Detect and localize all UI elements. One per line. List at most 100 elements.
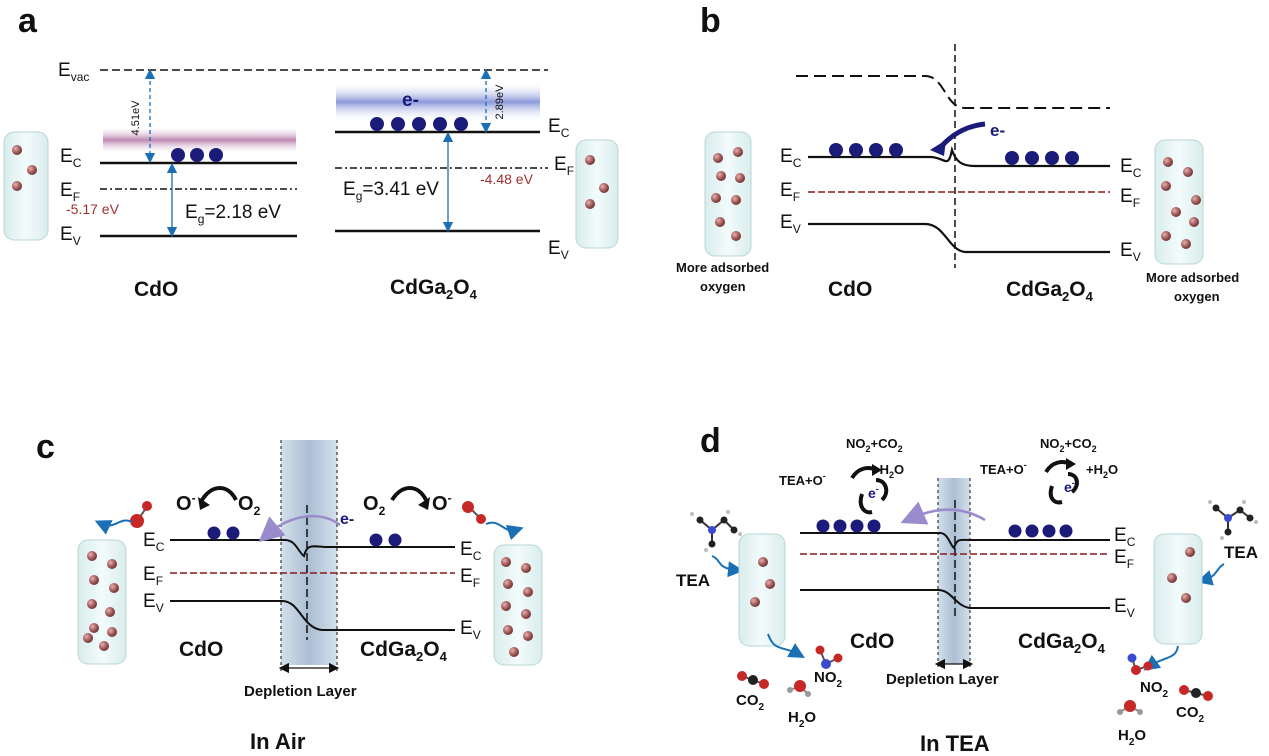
vacuum-curve <box>796 75 1110 109</box>
electron-transfer-arrow <box>938 121 986 150</box>
ev-label: EV <box>548 238 569 262</box>
electron-transfer-arrow <box>258 514 341 543</box>
cdga2o4-label: CdGa2O4 <box>1018 630 1106 656</box>
products-line2: +H2O <box>1086 462 1118 480</box>
reaction-arrowhead <box>198 497 210 510</box>
panel-d-letter: d <box>700 422 721 460</box>
cdo-label: CdO <box>828 278 872 301</box>
ec-label: EC <box>548 116 570 140</box>
panel-c-letter: c <box>36 428 55 466</box>
tea-molecule-icon <box>1208 500 1258 540</box>
co2-label: CO2 <box>1176 704 1205 725</box>
electron-dot <box>833 519 847 533</box>
products-line1: NO2+CO2 <box>1040 436 1097 454</box>
cdga2o4-band-glow <box>336 82 540 122</box>
electron-dot <box>1025 524 1039 538</box>
ev-curve <box>170 600 455 631</box>
cdga2o4-label: CdGa2O4 <box>1006 278 1094 304</box>
condition-label: In Air <box>250 729 306 754</box>
electron-transfer-arrow <box>900 501 986 525</box>
adsorption-arrow <box>94 519 133 535</box>
electron-dot <box>850 519 864 533</box>
tea-molecule-icon <box>690 510 742 552</box>
no2-label: NO2 <box>1140 679 1169 700</box>
adsorbed-label-line1: More adsorbed <box>676 260 769 275</box>
cdga2o4-fermi-value: -4.48 eV <box>480 171 534 187</box>
ec-label: EC <box>60 146 82 170</box>
electron-dot <box>1005 151 1019 165</box>
ec-label: EC <box>1120 156 1142 180</box>
ef-label: EF <box>60 180 80 204</box>
oxygen-cylinder-right-d <box>1153 533 1203 645</box>
adsorbed-label-line2: oxygen <box>1174 289 1220 304</box>
no2-molecule-icon <box>1127 653 1153 675</box>
electron-label: e- <box>340 511 354 528</box>
o2-molecule-icon <box>130 501 152 528</box>
panel-b: b e- EC EF EV EC EF EV <box>676 2 1239 304</box>
h2o-molecule-icon <box>787 680 811 697</box>
electron-dot <box>388 533 402 547</box>
tea-adsorption-arrow <box>711 555 744 578</box>
co2-molecule-icon <box>1179 685 1213 701</box>
panel-b-letter: b <box>700 2 721 40</box>
reaction-left: TEA+O- <box>980 460 1027 477</box>
depletion-label: Depletion Layer <box>244 683 357 700</box>
panel-a-letter: a <box>18 2 38 40</box>
ev-label: EV <box>1120 240 1141 264</box>
ef-label: EF <box>143 564 163 588</box>
cdo-workfunction-label: 4.51eV <box>130 100 142 136</box>
ev-label: EV <box>143 591 164 615</box>
products-line1: NO2+CO2 <box>846 436 903 454</box>
ev-label: EV <box>780 212 801 236</box>
cdo-label: CdO <box>850 630 894 653</box>
reaction-arrow <box>200 486 238 502</box>
co2-molecule-icon <box>737 671 769 689</box>
ec-label: EC <box>1114 525 1136 549</box>
electron-dot <box>226 526 240 540</box>
co2-label: CO2 <box>736 692 765 713</box>
ev-label: EV <box>460 618 481 642</box>
electron-dot <box>1025 151 1039 165</box>
electron-dot <box>370 117 384 131</box>
o2-molecule-icon <box>462 501 486 524</box>
ec-label: EC <box>143 530 165 554</box>
ev-curve <box>800 589 1110 609</box>
adsorbed-label-line1: More adsorbed <box>1146 270 1239 285</box>
o2-label: O2 <box>363 493 386 518</box>
cdo-fermi-value: -5.17 eV <box>66 201 120 217</box>
tea-label: TEA <box>676 571 710 590</box>
oxygen-cylinder-right-c <box>493 544 543 666</box>
triple-arrow-icon <box>850 464 889 515</box>
electron-dot <box>412 117 426 131</box>
electron-dot <box>171 148 185 162</box>
reaction-left: TEA+O- <box>779 471 826 488</box>
electron-dot <box>209 148 223 162</box>
cdga2o4-label: CdGa2O4 <box>360 638 448 664</box>
panel-c: c Depletion Layer EC EF EV EC EF EV e- O… <box>36 428 543 754</box>
electron-transfer-arrowhead <box>930 140 946 156</box>
electron-dot <box>207 526 221 540</box>
ec-curve <box>170 539 455 558</box>
depletion-label: Depletion Layer <box>886 671 999 688</box>
ef-label: EF <box>554 154 574 178</box>
oxygen-cylinder-left-a <box>3 131 49 241</box>
no2-label: NO2 <box>814 669 843 690</box>
o2-label: O2 <box>238 493 261 518</box>
electron-dot <box>391 117 405 131</box>
adsorption-arrow <box>485 521 524 541</box>
electron-dot <box>816 519 830 533</box>
ef-label: EF <box>1120 186 1140 210</box>
electron-dot <box>190 148 204 162</box>
triple-arrow-icon <box>1044 458 1079 505</box>
cdga2o4-label: CdGa2O4 <box>390 276 478 302</box>
oxygen-cylinder-left-c <box>77 539 127 665</box>
electron-dot <box>1045 151 1059 165</box>
desorption-arrow <box>767 633 805 658</box>
ef-label: EF <box>1114 547 1134 571</box>
tea-adsorption-arrow <box>1196 563 1225 586</box>
cdo-label: CdO <box>179 638 223 661</box>
ef-label: EF <box>780 180 800 204</box>
desorption-arrow <box>1143 645 1179 671</box>
ec-curve <box>808 145 1110 168</box>
